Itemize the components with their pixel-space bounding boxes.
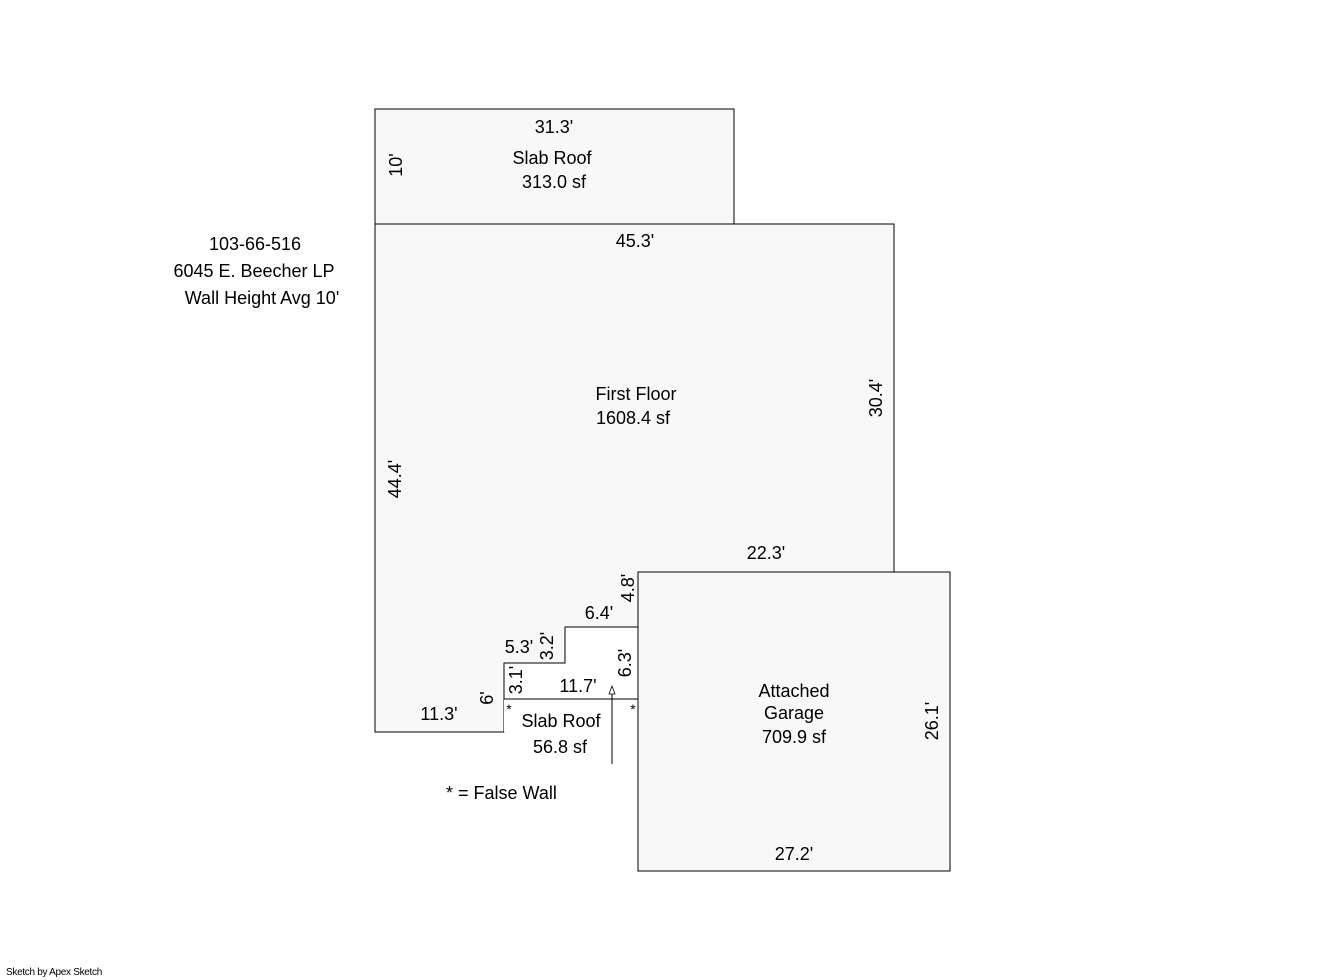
dim-step-11-7: 11.7' bbox=[559, 676, 596, 696]
dim-step-6: 6' bbox=[477, 691, 497, 704]
label-pointer-arrowhead bbox=[608, 684, 616, 695]
first-floor-area: 1608.4 sf bbox=[596, 408, 671, 428]
false-wall-marker-left: * bbox=[506, 701, 512, 717]
slab-roof-top-outline bbox=[374, 108, 735, 225]
dim-top-width: 31.3' bbox=[535, 117, 573, 137]
slab-roof-top-area: 313.0 sf bbox=[522, 172, 587, 192]
dim-step-6-4: 6.4' bbox=[585, 603, 613, 623]
dim-step-3-2: 3.2' bbox=[537, 632, 557, 660]
slab-roof-bottom-outline bbox=[504, 699, 638, 732]
property-address: 6045 E. Beecher LP bbox=[173, 261, 335, 281]
dim-step-5-3: 5.3' bbox=[505, 637, 533, 657]
dim-garage-right: 26.1' bbox=[922, 702, 942, 740]
garage-outline bbox=[637, 571, 951, 872]
dim-step-4-8: 4.8' bbox=[618, 574, 638, 602]
dim-top-height: 10' bbox=[386, 153, 406, 176]
garage-name-line1: Attached bbox=[758, 681, 829, 701]
false-wall-legend: * = False Wall bbox=[446, 783, 557, 803]
dim-ff-left: 44.4' bbox=[385, 460, 405, 498]
garage-name-line2: Garage bbox=[764, 703, 824, 723]
parcel-info: 103-66-516 6045 E. Beecher LP Wall Heigh… bbox=[150, 231, 360, 312]
slab-roof-top-name: Slab Roof bbox=[512, 148, 592, 168]
false-wall-marker-right: * bbox=[630, 701, 636, 717]
dim-ff-top: 45.3' bbox=[616, 231, 654, 251]
dim-garage-bottom: 27.2' bbox=[775, 844, 813, 864]
first-floor-outline bbox=[374, 223, 895, 733]
parcel-number: 103-66-516 bbox=[208, 234, 302, 254]
slab-roof-bottom-name: Slab Roof bbox=[521, 711, 601, 731]
dim-garage-top: 22.3' bbox=[747, 543, 785, 563]
dim-ff-bottom: 11.3' bbox=[420, 704, 457, 724]
first-floor-name: First Floor bbox=[596, 384, 677, 404]
dim-step-6-3: 6.3' bbox=[615, 649, 635, 677]
garage-area: 709.9 sf bbox=[762, 727, 827, 747]
dim-ff-right: 30.4' bbox=[866, 379, 886, 417]
slab-roof-bottom-area: 56.8 sf bbox=[533, 737, 588, 757]
dim-step-3-1: 3.1' bbox=[506, 666, 526, 694]
sketch-credit: Sketch by Apex Sketch bbox=[6, 967, 102, 978]
wall-height-note: Wall Height Avg 10' bbox=[184, 288, 340, 308]
